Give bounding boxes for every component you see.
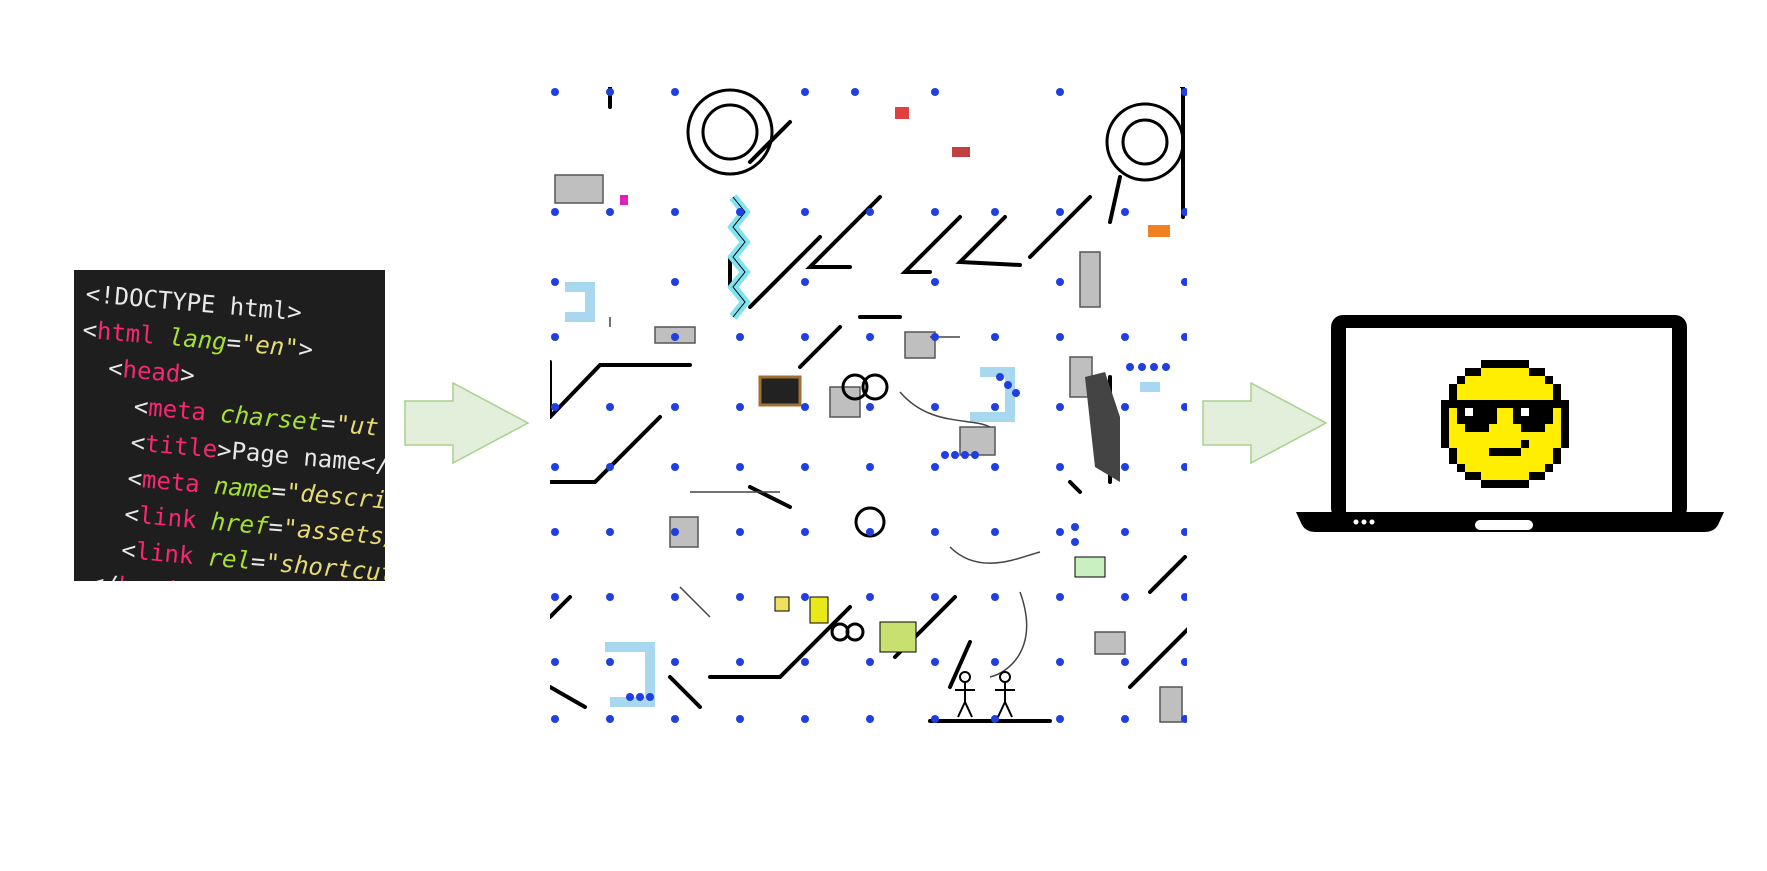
code-token: html: [95, 316, 156, 350]
code-token: head: [121, 355, 182, 389]
code-token: name: [198, 470, 273, 505]
right-arrow-icon: [404, 382, 530, 464]
code-token: >: [297, 334, 315, 364]
code-token: >Page name</: [216, 435, 385, 479]
code-token: lang: [153, 321, 228, 357]
code-token: <: [78, 351, 124, 384]
code-token: link: [134, 537, 195, 570]
code-token: title: [144, 429, 219, 464]
code-line: </head>: [74, 567, 192, 581]
cool-smiley-icon: [1441, 360, 1569, 488]
code-token: </: [74, 567, 119, 581]
rube-goldberg-machine-diagram: [550, 87, 1187, 724]
code-token: charset: [204, 398, 323, 437]
code-token: meta: [140, 465, 201, 499]
code-line: <head>: [78, 351, 196, 389]
code-token: "shortcut: [264, 548, 385, 581]
code-token: head: [117, 572, 177, 581]
code-token: "descri: [284, 477, 385, 515]
html-code-image: <!DOCTYPE html><html lang="en"> <head> <…: [74, 270, 385, 581]
code-token: >: [179, 360, 196, 390]
code-token: link: [137, 501, 198, 535]
code-token: <: [120, 535, 138, 565]
code-token: <: [74, 459, 144, 494]
code-lines: <!DOCTYPE html><html lang="en"> <head> <…: [74, 270, 385, 581]
code-token: href: [195, 506, 270, 541]
code-token: "en": [239, 329, 300, 363]
code-token: rel: [192, 542, 253, 576]
laptop-icon: [1296, 310, 1724, 542]
code-token: meta: [147, 393, 208, 427]
code-token: "ut: [334, 409, 380, 442]
code-token: <: [123, 499, 141, 530]
code-token: <: [75, 387, 150, 422]
code-token: <: [74, 423, 147, 458]
code-token: >: [175, 577, 192, 581]
code-token: "assets/: [281, 513, 385, 552]
right-arrow-icon: [1202, 382, 1328, 464]
